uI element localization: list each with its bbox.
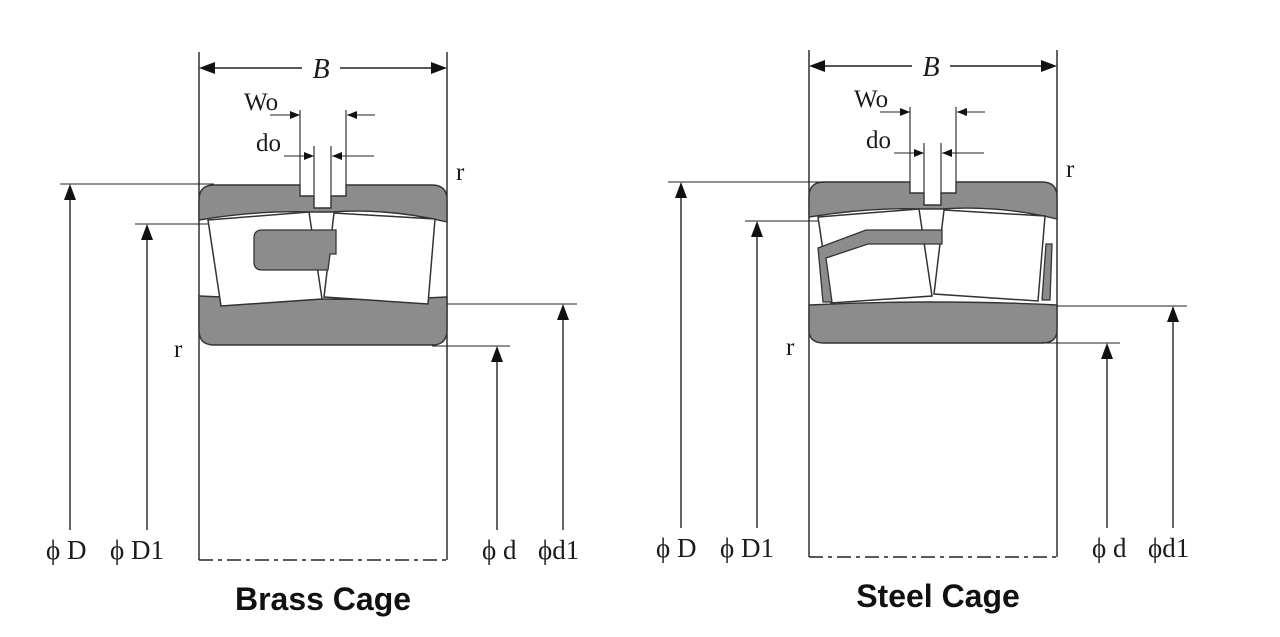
- outer-dia-label: ϕ D: [656, 533, 696, 563]
- radius-top-label: r: [456, 159, 465, 186]
- width-label: B: [922, 52, 939, 83]
- bore-dimension: ϕ d: [432, 345, 517, 565]
- outer-dia-label: ϕ D: [46, 535, 86, 565]
- groove-width-label: Wo: [244, 89, 278, 116]
- bore-dimension: ϕ d: [1042, 342, 1127, 563]
- outer-raceway-dimension: ϕ D1: [720, 220, 818, 563]
- inner-ring: [808, 301, 1058, 344]
- outer-raceway-label: ϕ D1: [720, 533, 774, 563]
- outer-ring: [198, 184, 448, 223]
- inner-raceway-dimension: ϕd1: [447, 303, 579, 565]
- brass-cage-diagram: B Wo do r r: [46, 52, 579, 617]
- groove-width-label: Wo: [854, 86, 888, 113]
- steel-cage-caption: Steel Cage: [856, 578, 1020, 614]
- outer-dia-dimension: ϕ D: [656, 181, 824, 563]
- inner-raceway-label: ϕd1: [538, 535, 579, 565]
- groove-dimensions: Wo do: [854, 86, 985, 205]
- outer-raceway-label: ϕ D1: [110, 535, 164, 565]
- width-label: B: [312, 54, 329, 85]
- right-roller: [323, 212, 436, 305]
- steel-cage: [817, 229, 943, 303]
- width-dimension: B: [808, 50, 1058, 557]
- radius-bottom-label: r: [174, 336, 183, 363]
- right-roller: [933, 209, 1046, 302]
- bore-label: ϕ d: [482, 535, 517, 565]
- steel-cage-diagram: B Wo do r r: [656, 50, 1189, 614]
- inner-raceway-dimension: ϕd1: [1057, 305, 1189, 563]
- hole-dia-label: do: [256, 130, 281, 157]
- hole-dia-label: do: [866, 127, 891, 154]
- left-roller: [817, 208, 933, 304]
- brass-cage-caption: Brass Cage: [235, 581, 411, 617]
- radius-bottom-label: r: [786, 334, 795, 361]
- radius-top-label: r: [1066, 156, 1075, 183]
- steel-cage-right: [1041, 243, 1053, 301]
- bore-label: ϕ d: [1092, 533, 1127, 563]
- brass-cage: [253, 229, 337, 271]
- outer-dia-dimension: ϕ D: [46, 183, 214, 565]
- outer-raceway-dimension: ϕ D1: [110, 223, 208, 565]
- inner-raceway-label: ϕd1: [1148, 533, 1189, 563]
- outer-ring: [808, 181, 1058, 220]
